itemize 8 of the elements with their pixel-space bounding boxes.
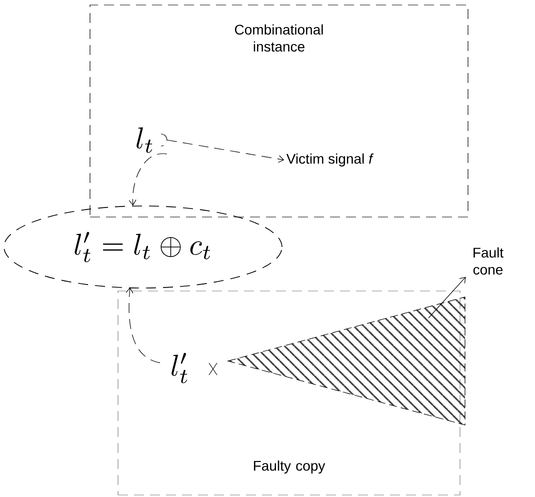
- signal-label: $l'_t$: [172, 352, 188, 384]
- text-label: Fault cone: [473, 247, 504, 275]
- arrow: [126, 287, 160, 364]
- signal-label: $l_t$: [136, 127, 152, 153]
- leader-line: [428, 276, 466, 318]
- arrow: [128, 153, 168, 206]
- arrow: [160, 134, 284, 163]
- text-label: Victim signal f: [286, 153, 374, 167]
